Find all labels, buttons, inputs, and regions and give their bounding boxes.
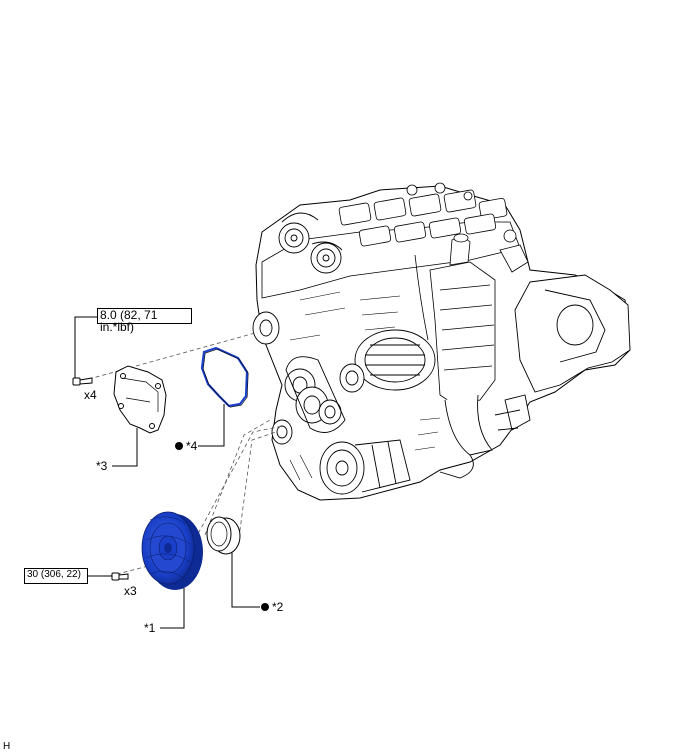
crankshaft-pulley bbox=[141, 511, 203, 590]
leader-lines bbox=[74, 316, 260, 629]
cover-gasket bbox=[200, 346, 249, 408]
figure-code: H bbox=[3, 741, 11, 752]
part-label-1: *1 bbox=[144, 621, 156, 635]
torque-spec-upper: 8.0 (82, 71 in.*lbf) bbox=[97, 308, 192, 333]
torque-spec-lower: 30 (306, 22) bbox=[24, 568, 88, 584]
part-label-4: *4 bbox=[175, 440, 197, 453]
torque-spec-upper-text: 8.0 (82, 71 in.*lbf) bbox=[100, 308, 158, 334]
part-label-2-text: *2 bbox=[272, 600, 284, 614]
part-label-3: *3 bbox=[96, 459, 108, 473]
timing-cover-plate bbox=[113, 365, 167, 434]
replace-part-dot-icon bbox=[175, 442, 183, 450]
cover-bolt bbox=[72, 377, 93, 386]
torque-spec-lower-text: 30 (306, 22) bbox=[27, 569, 81, 580]
bolt-quantity-upper: x4 bbox=[84, 388, 97, 402]
part-label-4-text: *4 bbox=[186, 439, 198, 453]
part-label-2: *2 bbox=[261, 601, 283, 614]
replace-part-dot-icon bbox=[261, 603, 269, 611]
crankshaft-oil-seal bbox=[206, 516, 241, 555]
bolt-quantity-lower: x3 bbox=[124, 584, 137, 598]
pulley-bolt bbox=[111, 572, 129, 581]
engine-assembly bbox=[252, 182, 631, 501]
